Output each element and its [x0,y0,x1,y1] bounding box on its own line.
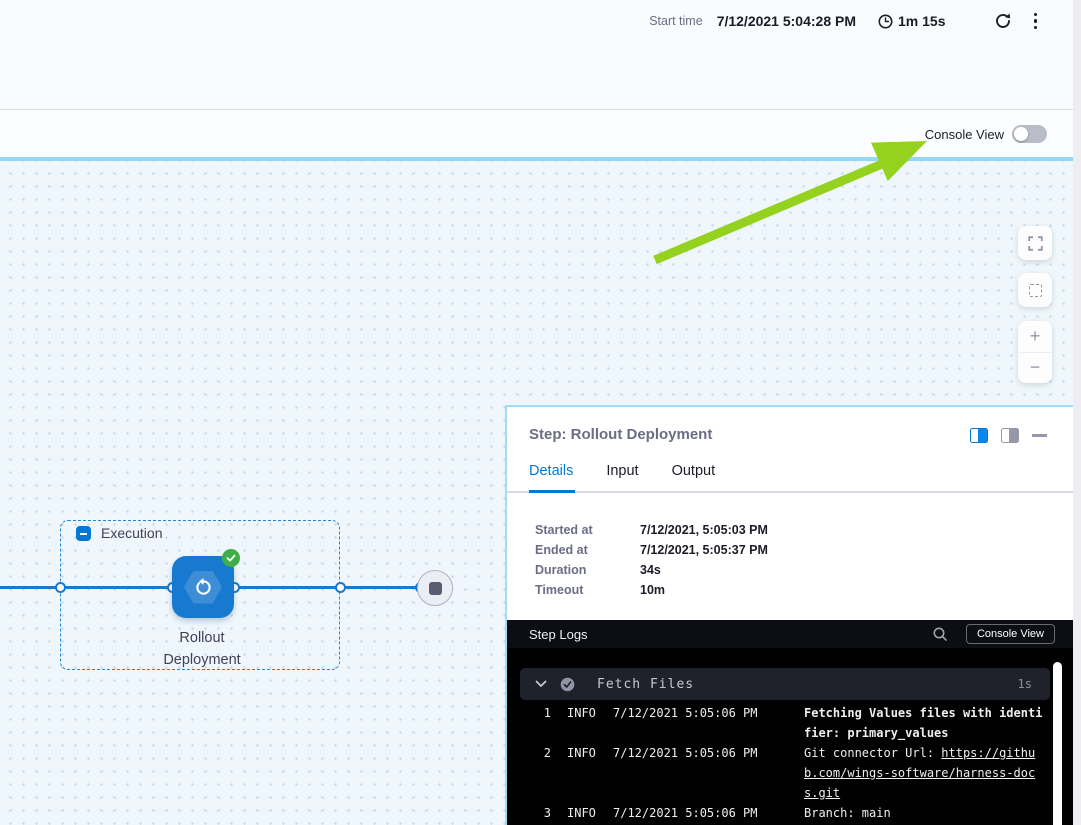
log-line-number: 1 [521,703,551,743]
fit-to-screen-button[interactable] [1018,273,1052,307]
log-level: INFO [567,803,603,823]
rollout-refresh-icon [193,577,214,598]
fit-to-screen-icon [1029,284,1042,297]
detail-label: Duration [535,563,640,577]
node-label-line2: Deployment [112,649,292,671]
clock-icon [878,14,893,29]
search-icon [932,626,948,642]
header-meta: Start time 7/12/2021 5:04:28 PM 1m 15s [649,8,1041,34]
log-line: 1 INFO 7/12/2021 5:05:06 PM Fetching Val… [507,703,1073,743]
log-level: INFO [567,703,603,743]
pipeline-end-node[interactable] [417,570,453,606]
zoom-out-button[interactable]: − [1018,353,1052,384]
minus-icon [80,533,87,535]
console-view-label: Console View [925,127,1004,142]
more-options-button[interactable] [1030,9,1042,34]
node-label-line1: Rollout [112,627,292,649]
detail-label: Ended at [535,543,640,557]
fullscreen-icon [1028,236,1043,251]
detail-row-timeout: Timeout 10m [535,580,768,600]
tab-input[interactable]: Input [606,463,638,491]
toggle-knob [1014,127,1028,141]
refresh-icon [994,12,1012,30]
detail-value: 7/12/2021, 5:05:03 PM [640,523,768,537]
console-view-toggle[interactable] [1012,125,1047,143]
canvas-toolbar: Console View [0,111,1073,157]
log-scrollbar-thumb[interactable] [1053,662,1062,825]
detail-row-started-at: Started at 7/12/2021, 5:05:03 PM [535,520,768,540]
log-line-number: 2 [521,743,551,803]
step-details-list: Started at 7/12/2021, 5:05:03 PM Ended a… [535,520,768,600]
log-lines: 1 INFO 7/12/2021 5:05:06 PM Fetching Val… [507,703,1073,823]
panel-tabbar: Details Input Output [507,463,1073,493]
elapsed-value: 1m 15s [898,13,945,29]
step-logs-area[interactable]: Fetch Files 1s 1 INFO 7/12/2021 5:05:06 … [507,648,1073,825]
zoom-controls: + − [1018,321,1052,383]
log-group-name: Fetch Files [597,677,694,692]
node-hexagon [184,571,222,604]
detail-value: 7/12/2021, 5:05:37 PM [640,543,768,557]
log-timestamp: 7/12/2021 5:05:06 PM [613,803,801,823]
log-message: Fetching Values files with identifier: p… [804,703,1044,743]
log-search-button[interactable] [932,626,948,642]
log-timestamp: 7/12/2021 5:05:06 PM [613,743,801,803]
flow-connector-dot [335,582,346,593]
log-message-prefix: Git connector Url: [804,746,941,760]
minimize-panel-button[interactable] [1032,434,1047,437]
fullscreen-button[interactable] [1018,226,1052,260]
check-icon [226,553,236,563]
rollout-deployment-node[interactable] [172,556,234,618]
log-console-view-button[interactable]: Console View [966,624,1055,644]
stop-square-icon [429,582,442,595]
success-circle-icon [560,677,575,692]
pipeline-header: Start time 7/12/2021 5:04:28 PM 1m 15s [0,0,1073,110]
detail-label: Timeout [535,583,640,597]
log-group-fetch-files[interactable]: Fetch Files 1s [520,668,1050,700]
panel-actions [970,428,1047,443]
log-group-duration: 1s [1018,677,1032,691]
log-line: 2 INFO 7/12/2021 5:05:06 PM Git connecto… [507,743,1073,803]
flow-connector-dot [55,582,66,593]
start-time-label: Start time [649,14,703,28]
split-view-right-icon[interactable] [970,428,988,443]
tab-output[interactable]: Output [672,463,716,491]
detail-row-ended-at: Ended at 7/12/2021, 5:05:37 PM [535,540,768,560]
elapsed-duration: 1m 15s [878,13,945,29]
detail-row-duration: Duration 34s [535,560,768,580]
success-check-badge [222,549,240,567]
tab-details[interactable]: Details [529,463,573,491]
log-message: Branch: main [804,803,1044,823]
split-view-bottom-icon[interactable] [1001,428,1019,443]
kebab-menu-icon [1034,13,1038,30]
log-line-number: 3 [521,803,551,823]
refresh-button[interactable] [990,8,1016,34]
step-logs-header: Step Logs Console View [507,620,1073,648]
page-scrollbar[interactable] [1073,0,1081,825]
zoom-in-button[interactable]: + [1018,321,1052,353]
chevron-down-icon [535,680,547,688]
step-logs-title: Step Logs [529,627,932,642]
start-time-value: 7/12/2021 5:04:28 PM [717,13,856,29]
detail-label: Started at [535,523,640,537]
log-timestamp: 7/12/2021 5:05:06 PM [613,703,801,743]
console-view-control: Console View [925,111,1047,157]
execution-group-label: Execution [101,525,162,541]
execution-collapse-button[interactable] [76,526,91,541]
node-label: Rollout Deployment [112,627,292,671]
log-level: INFO [567,743,603,803]
log-message: Git connector Url: https://github.com/wi… [804,743,1044,803]
log-line: 3 INFO 7/12/2021 5:05:06 PM Branch: main [507,803,1073,823]
detail-value: 34s [640,563,661,577]
panel-title: Step: Rollout Deployment [529,426,712,443]
detail-value: 10m [640,583,665,597]
step-details-panel: Step: Rollout Deployment Details Input O… [505,405,1073,825]
